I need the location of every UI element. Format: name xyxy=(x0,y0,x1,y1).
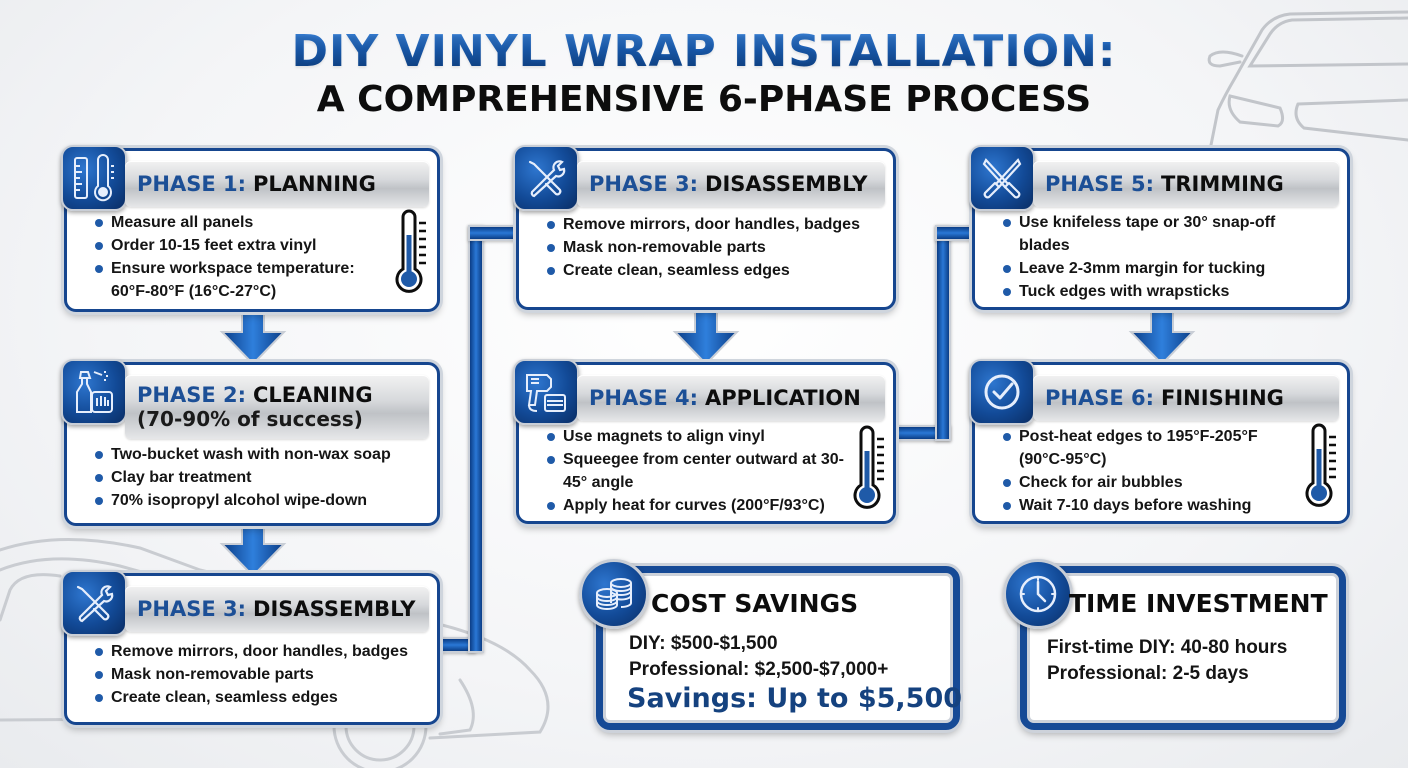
phase-card-trimming: PHASE 5: TRIMMING Use knifeless tape or … xyxy=(969,145,1350,310)
wrench-screwdriver-icon xyxy=(513,145,579,211)
phase-number: PHASE 3: xyxy=(137,597,247,621)
list-item: Create clean, seamless edges xyxy=(547,259,892,282)
phase-bullet-list: Two-bucket wash with non-wax soap Clay b… xyxy=(95,443,435,512)
thermometer-icon xyxy=(395,209,426,293)
phase-card-disassembly-left: PHASE 3: DISASSEMBLY Remove mirrors, doo… xyxy=(61,570,440,725)
clock-icon xyxy=(1003,559,1073,629)
list-item: Apply heat for curves (200°F/93°C) xyxy=(547,494,847,517)
arrow-down-icon xyxy=(219,520,287,578)
page-title: DIY VINYL WRAP INSTALLATION: xyxy=(0,28,1408,76)
list-item: Create clean, seamless edges xyxy=(95,686,435,709)
phase-name: FINISHING xyxy=(1161,386,1284,410)
list-item: Use magnets to align vinyl xyxy=(547,425,847,448)
page-subtitle: A COMPREHENSIVE 6-PHASE PROCESS xyxy=(316,79,1092,120)
phase-name: APPLICATION xyxy=(705,386,861,410)
title-block: DIY VINYL WRAP INSTALLATION: A COMPREHEN… xyxy=(0,28,1408,122)
list-item: Use knifeless tape or 30° snap-off blade… xyxy=(1003,211,1323,257)
spray-bottle-cloth-icon xyxy=(61,359,127,425)
phase-card-disassembly: PHASE 3: DISASSEMBLY Remove mirrors, doo… xyxy=(513,145,896,310)
phase-number: PHASE 5: xyxy=(1045,172,1155,196)
wrench-screwdriver-icon xyxy=(61,570,127,636)
time-investment-box: TIME INVESTMENT First-time DIY: 40-80 ho… xyxy=(1003,559,1346,730)
crossed-knives-icon xyxy=(969,145,1035,211)
list-item: Remove mirrors, door handles, badges xyxy=(95,640,435,663)
time-investment-title: TIME INVESTMENT xyxy=(1069,589,1328,618)
list-item: Mask non-removable parts xyxy=(95,663,435,686)
list-item: Squeegee from center outward at 30-45° a… xyxy=(547,448,847,494)
phase-name: DISASSEMBLY xyxy=(253,597,416,621)
checkmark-circle-icon xyxy=(969,359,1035,425)
list-item: Leave 2-3mm margin for tucking xyxy=(1003,257,1323,280)
thermometer-icon xyxy=(853,425,884,509)
phase-name: PLANNING xyxy=(253,172,376,196)
coins-stack-icon xyxy=(579,559,649,629)
phase-bullet-list: Remove mirrors, door handles, badges Mas… xyxy=(95,640,435,709)
cost-savings-total: Savings: Up to $5,500 xyxy=(627,683,963,714)
phase-number: PHASE 3: xyxy=(589,172,699,196)
time-professional: Professional: 2-5 days xyxy=(1047,663,1249,684)
list-item: 70% isopropyl alcohol wipe-down xyxy=(95,489,435,512)
list-item: Measure all panels xyxy=(95,211,395,234)
phase-bullet-list: Measure all panels Order 10-15 feet extr… xyxy=(95,211,395,303)
phase-number: PHASE 1: xyxy=(137,172,247,196)
arrow-down-icon xyxy=(219,308,287,366)
thermometer-icon xyxy=(1305,423,1336,507)
phase-header: PHASE 2:CLEANING (70-90% of success) xyxy=(125,375,429,439)
list-item: Clay bar treatment xyxy=(95,466,435,489)
phase-name: CLEANING xyxy=(253,383,373,407)
list-item: Check for air bubbles xyxy=(1003,471,1303,494)
phase-card-planning: PHASE 1: PLANNING Measure all panels Ord… xyxy=(61,145,440,312)
cost-savings-box: COST SAVINGS DIY: $500-$1,500 Profession… xyxy=(579,559,963,730)
phase-bullet-list: Remove mirrors, door handles, badges Mas… xyxy=(547,213,892,282)
time-diy: First-time DIY: 40-80 hours xyxy=(1047,637,1288,658)
phase-bullet-list: Use knifeless tape or 30° snap-off blade… xyxy=(1003,211,1323,303)
phase-name: DISASSEMBLY xyxy=(705,172,868,196)
phase-number: PHASE 4: xyxy=(589,386,699,410)
phase-number: PHASE 6: xyxy=(1045,386,1155,410)
phase-subtitle: (70-90% of success) xyxy=(137,407,363,431)
phase-bullet-list: Post-heat edges to 195°F-205°F (90°C-95°… xyxy=(1003,425,1303,517)
cost-diy: DIY: $500-$1,500 xyxy=(629,633,778,654)
list-item: Order 10-15 feet extra vinyl xyxy=(95,234,395,257)
arrow-down-icon xyxy=(672,308,740,366)
list-item: Tuck edges with wrapsticks xyxy=(1003,280,1323,303)
phase-bullet-list: Use magnets to align vinyl Squeegee from… xyxy=(547,425,847,517)
phase-header: PHASE 6: FINISHING xyxy=(1033,375,1339,421)
ruler-thermometer-icon xyxy=(61,145,127,211)
phase-header: PHASE 4: APPLICATION xyxy=(577,375,885,421)
phase-header: PHASE 3: DISASSEMBLY xyxy=(125,586,429,632)
list-item: Mask non-removable parts xyxy=(547,236,892,259)
list-item: Ensure workspace temperature: 60°F-80°F … xyxy=(95,257,395,303)
list-item: Wait 7-10 days before washing xyxy=(1003,494,1303,517)
phase-number: PHASE 2: xyxy=(137,383,247,407)
arrow-down-icon xyxy=(1128,308,1196,366)
list-item: Remove mirrors, door handles, badges xyxy=(547,213,892,236)
phase-name: TRIMMING xyxy=(1161,172,1284,196)
phase-card-application: PHASE 4: APPLICATION Use magnets to alig… xyxy=(513,359,896,524)
phase-header: PHASE 1: PLANNING xyxy=(125,161,429,207)
list-item: Two-bucket wash with non-wax soap xyxy=(95,443,435,466)
phase-header: PHASE 5: TRIMMING xyxy=(1033,161,1339,207)
list-item: Post-heat edges to 195°F-205°F (90°C-95°… xyxy=(1003,425,1303,471)
phase-header: PHASE 3: DISASSEMBLY xyxy=(577,161,885,207)
cost-savings-title: COST SAVINGS xyxy=(651,589,859,618)
heat-gun-squeegee-icon xyxy=(513,359,579,425)
phase-card-cleaning: PHASE 2:CLEANING (70-90% of success) Two… xyxy=(61,359,440,526)
cost-professional: Professional: $2,500-$7,000+ xyxy=(629,659,889,680)
phase-card-finishing: PHASE 6: FINISHING Post-heat edges to 19… xyxy=(969,359,1350,524)
